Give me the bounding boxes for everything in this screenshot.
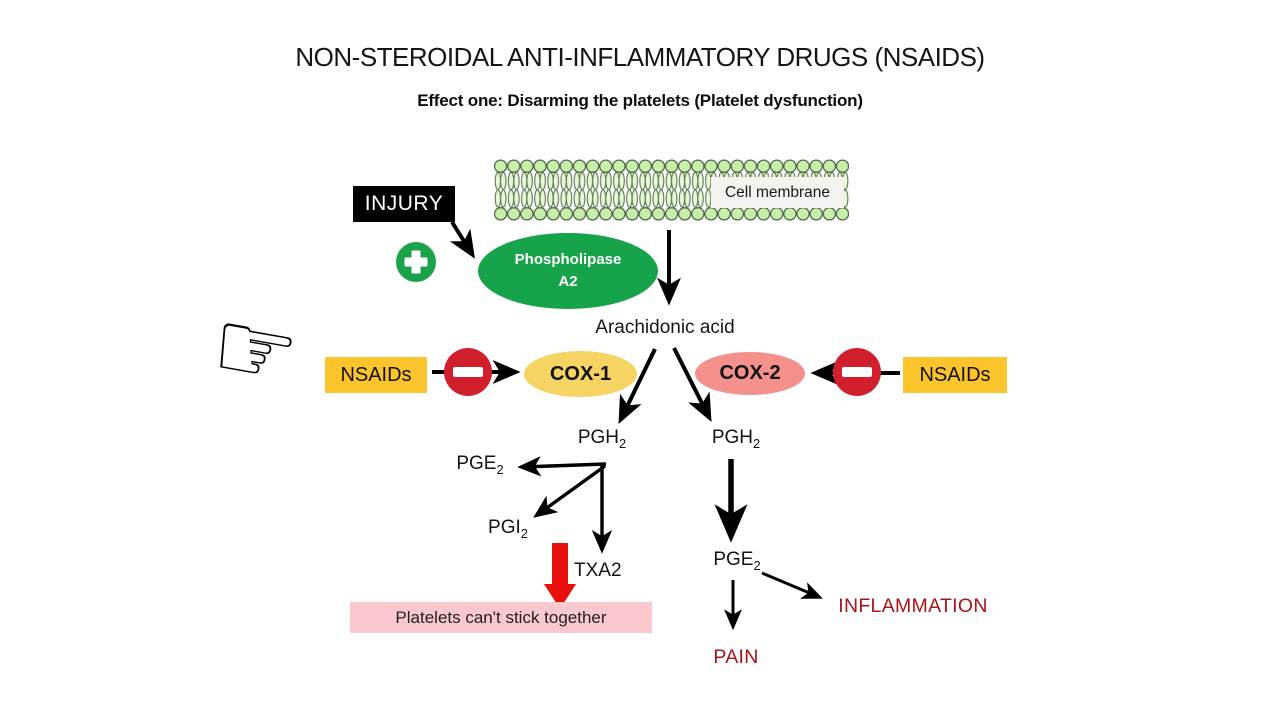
- pge2-right-label: PGE2: [713, 549, 761, 573]
- page-subtitle: Effect one: Disarming the platelets (Pla…: [417, 91, 863, 110]
- pgh2-right-label: PGH2: [711, 427, 761, 451]
- plus-icon: [396, 242, 436, 282]
- pge2-left-label: PGE2: [456, 453, 504, 477]
- inflammation-label: INFLAMMATION: [838, 595, 988, 617]
- txa2-label: TXA2: [574, 560, 622, 581]
- platelets-note-box: Platelets can't stick together: [350, 602, 652, 633]
- injury-box: INJURY: [353, 186, 455, 222]
- red-down-arrow: [544, 543, 576, 609]
- cox2-node: COX-2: [695, 352, 805, 395]
- cell-membrane-label: Cell membrane: [711, 177, 844, 208]
- phospholipase-label-line1: Phospholipase: [514, 251, 622, 269]
- pointing-hand-icon: ☞: [202, 287, 308, 413]
- cox1-node: COX-1: [524, 351, 637, 397]
- phospholipase-a2-node: Phospholipase A2: [478, 233, 658, 309]
- minus-icon: [833, 348, 881, 396]
- arachidonic-acid-label: Arachidonic acid: [595, 317, 735, 338]
- pgi2-label: PGI2: [488, 517, 528, 541]
- pgh2-left-label: PGH2: [577, 427, 627, 451]
- minus-icon: [444, 348, 492, 396]
- pain-label: PAIN: [713, 646, 759, 668]
- nsaids-box-left: NSAIDs: [325, 357, 427, 393]
- page-title: NON-STEROIDAL ANTI-INFLAMMATORY DRUGS (N…: [295, 42, 985, 72]
- nsaids-box-right: NSAIDs: [903, 357, 1007, 393]
- flow-arrows: [432, 220, 900, 631]
- phospholipase-label-line2: A2: [558, 273, 578, 290]
